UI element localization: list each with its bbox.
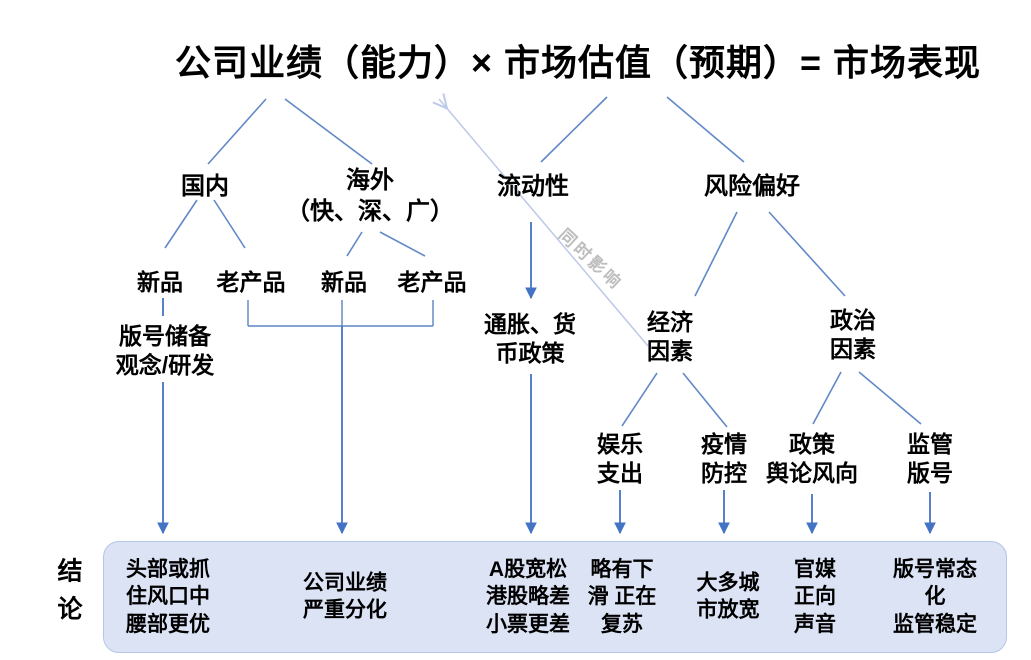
conclusion-item-top-products: 头部或抓 住风口中 腰部更优 xyxy=(126,558,210,636)
node-liquidity: 流动性 xyxy=(497,173,569,200)
diagram-title: 公司业绩（能力）× 市场估值（预期）= 市场表现 xyxy=(174,42,982,83)
conclusion-item-city-relaxation: 大多城 市放宽 xyxy=(696,571,760,622)
conclusion-item-market-liquidity: A股宽松 港股略差 小票更差 xyxy=(486,558,570,636)
conclusion-label: 结 论 xyxy=(57,557,83,624)
conclusion-item-spending-recovery: 略有下 滑 正在 复苏 xyxy=(587,558,657,636)
simultaneous-influence-arrow xyxy=(439,99,649,347)
conclusion-box xyxy=(103,541,1007,653)
node-new-product-domestic: 新品 xyxy=(137,269,183,295)
node-overseas: 海外 （快、深、广） xyxy=(286,167,454,225)
node-political-factors: 政治 因素 xyxy=(830,307,876,363)
node-license-reserve: 版号储备 观念/研发 xyxy=(113,322,217,381)
node-policy-opinion: 政策 舆论风向 xyxy=(766,431,858,487)
node-pandemic-control: 疫情 防控 xyxy=(701,431,747,487)
node-economic-factors: 经济 因素 xyxy=(647,309,693,365)
node-old-product-overseas: 老产品 xyxy=(397,269,467,295)
conclusion-item-official-media: 官媒 正向 声音 xyxy=(794,558,836,636)
conclusion-item-performance-divergence: 公司业绩 严重分化 xyxy=(303,571,387,622)
node-domestic: 国内 xyxy=(181,173,229,200)
merge-bracket xyxy=(247,300,434,327)
node-risk-appetite: 风险偏好 xyxy=(704,173,800,200)
tree-branch-lines xyxy=(164,96,922,428)
conclusion-item-license-normalization: 版号常态化 监管稳定 xyxy=(893,558,977,636)
node-entertainment-spending: 娱乐 支出 xyxy=(597,431,643,487)
node-new-product-overseas: 新品 xyxy=(321,269,367,295)
node-regulatory-license: 监管 版号 xyxy=(907,431,953,487)
node-inflation-monetary: 通胀、货 币政策 xyxy=(484,311,576,367)
flow-arrows xyxy=(157,222,936,535)
node-old-product-domestic: 老产品 xyxy=(216,269,286,295)
